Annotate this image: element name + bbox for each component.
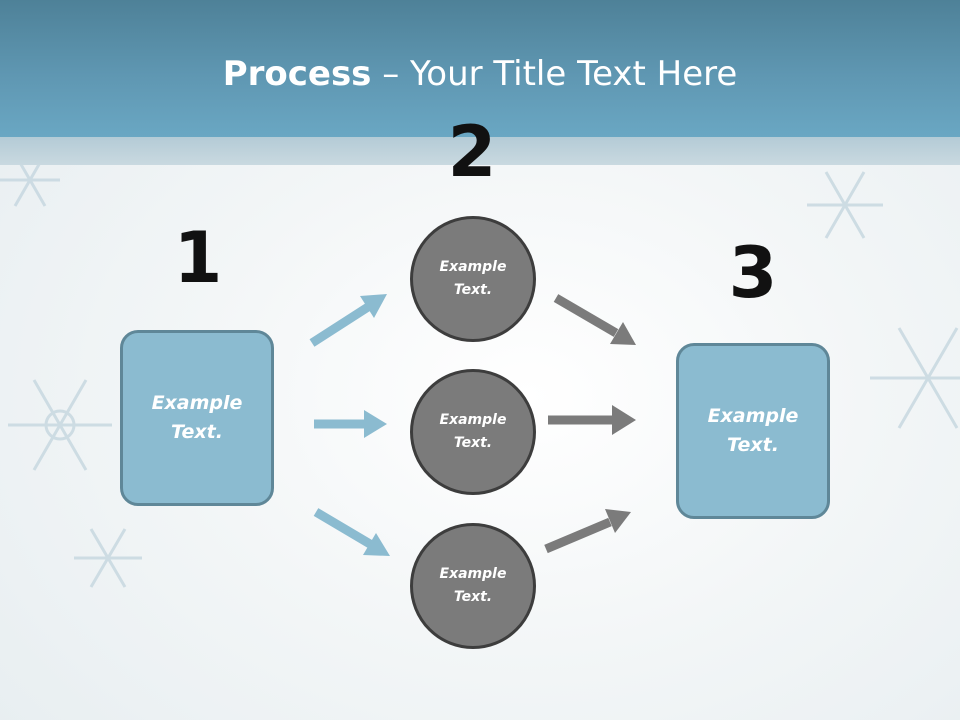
circle-text-line: Example xyxy=(439,259,507,275)
step-number-3: 3 xyxy=(728,232,778,314)
box-text-line: Text. xyxy=(171,421,223,443)
snowflake-icon xyxy=(74,528,142,588)
arrow-left-to-middle xyxy=(314,410,387,438)
box-text-line: Example xyxy=(151,392,243,414)
box-text-line: Example xyxy=(707,405,799,427)
arrow-top-to-right xyxy=(553,294,636,345)
slide-title: Process – Your Title Text Here xyxy=(0,52,960,96)
step-number-2: 2 xyxy=(447,111,497,193)
arrow-left-to-bottom xyxy=(313,508,390,556)
header-accent-band xyxy=(0,137,960,165)
circle-text-line: Text. xyxy=(453,589,493,605)
circle-text-line: Text. xyxy=(453,435,493,451)
arrow-middle-to-right xyxy=(548,405,636,435)
box-text-line: Text. xyxy=(727,434,779,456)
circle-text-line: Text. xyxy=(453,282,493,298)
step-number-1: 1 xyxy=(173,217,223,299)
snowflake-icon xyxy=(807,171,883,239)
title-rest: – Your Title Text Here xyxy=(371,54,738,94)
title-header-bar xyxy=(0,0,960,137)
title-bold: Process xyxy=(222,54,372,94)
circle-text-line: Example xyxy=(439,412,507,428)
arrow-left-to-top xyxy=(309,294,387,347)
circle-text-line: Example xyxy=(439,566,507,582)
arrow-bottom-to-right xyxy=(544,509,631,554)
snowflake-icon xyxy=(8,379,112,471)
snowflake-icon xyxy=(870,327,960,429)
